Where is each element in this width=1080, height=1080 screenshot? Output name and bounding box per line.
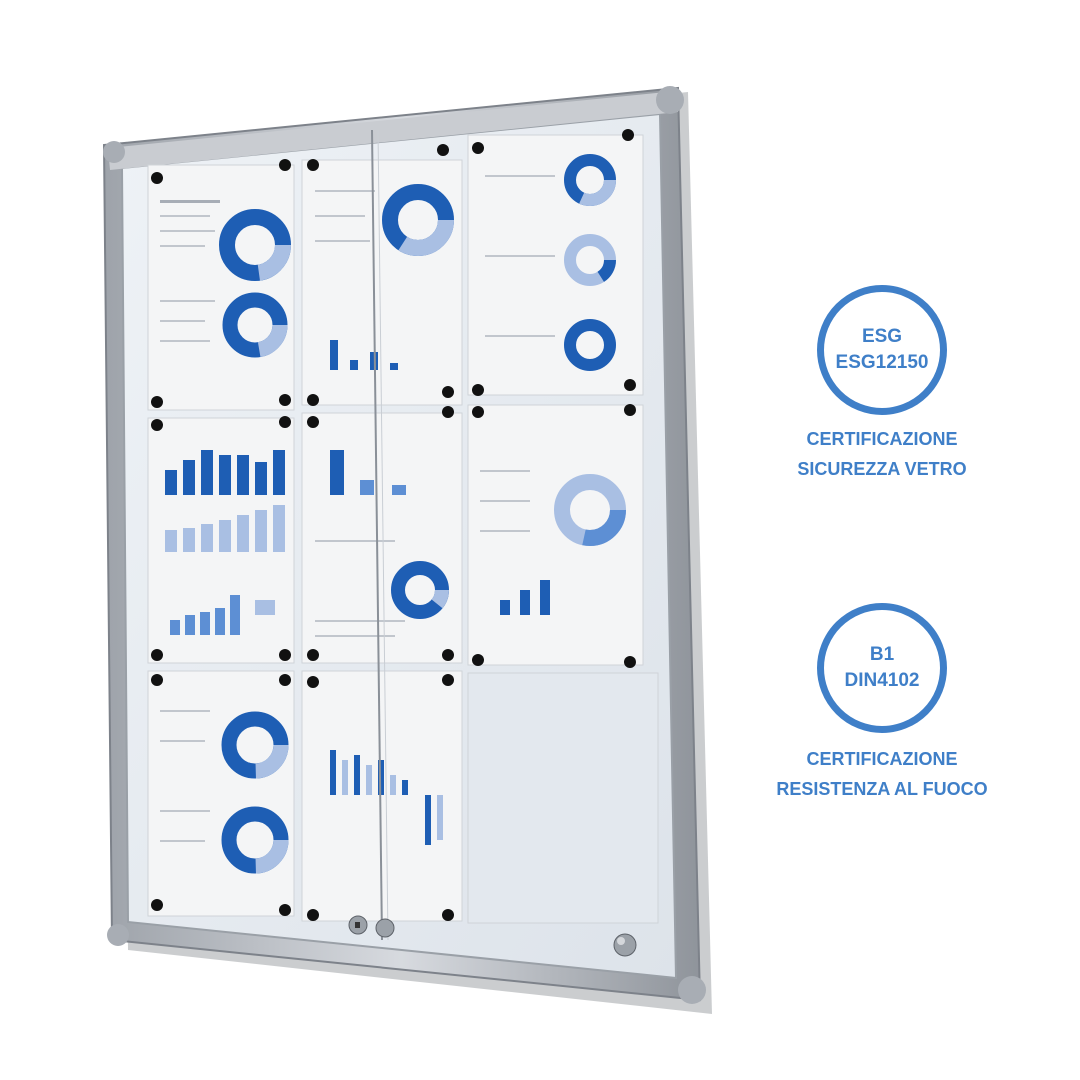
- info-sheet: [147, 670, 295, 917]
- certification-caption-esg: CERTIFICAZIONE SICUREZZA VETRO: [760, 424, 1004, 484]
- badge-line2: ESG12150: [835, 352, 929, 373]
- badge-line1: ESG: [861, 326, 903, 347]
- info-sheet: [147, 164, 295, 411]
- certification-badge-esg: ESG ESG12150: [817, 285, 947, 415]
- certification-badge-b1: B1 DIN4102: [817, 603, 947, 733]
- magnet-icon: [151, 129, 636, 921]
- info-sheet: [467, 404, 644, 666]
- info-sheet: [467, 134, 644, 396]
- info-sheet: [147, 417, 295, 664]
- badge-line2: DIN4102: [844, 670, 920, 691]
- door-knob-icon: [613, 933, 637, 957]
- info-sheet: [301, 159, 463, 406]
- caption-line2: RESISTENZA AL FUOCO: [776, 779, 988, 799]
- badge-line1: B1: [869, 644, 895, 665]
- certification-caption-b1: CERTIFICAZIONE RESISTENZA AL FUOCO: [760, 744, 1004, 804]
- caption-line1: CERTIFICAZIONE: [806, 429, 958, 449]
- info-sheet-grid: [147, 134, 659, 924]
- lock-icon: [348, 915, 395, 938]
- caption-line1: CERTIFICAZIONE: [806, 749, 958, 769]
- empty-slot: [467, 672, 659, 924]
- caption-line2: SICUREZZA VETRO: [797, 459, 967, 479]
